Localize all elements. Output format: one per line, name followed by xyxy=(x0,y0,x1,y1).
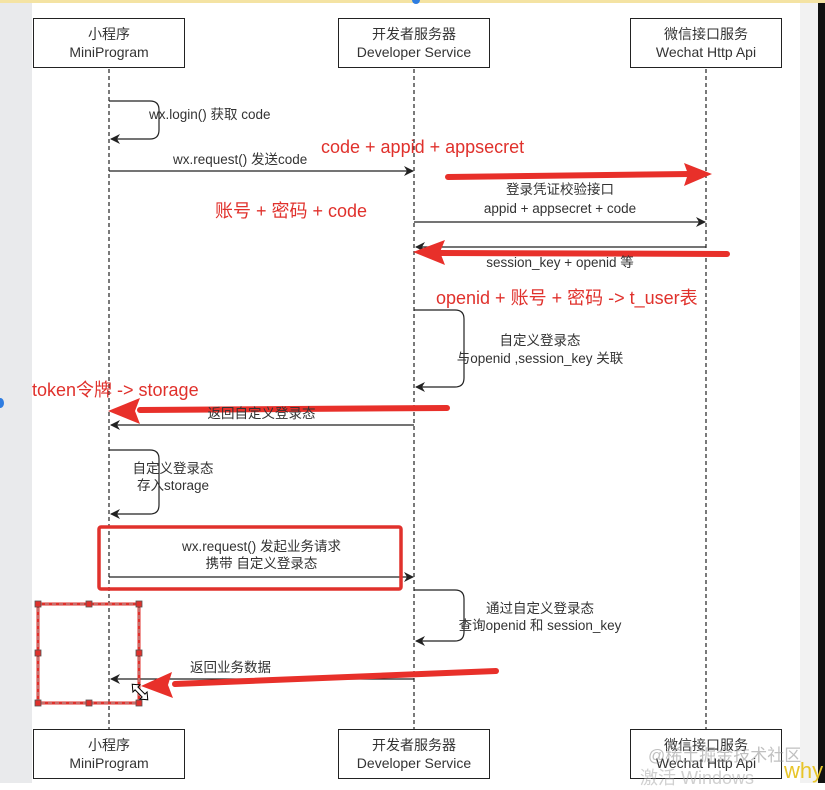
label-biz-request-line2: 携带 自定义登录态 xyxy=(205,556,318,571)
annotation-token-storage: token令牌 -> storage xyxy=(32,380,199,400)
right-edge xyxy=(818,0,825,783)
label-biz-request-line1: wx.request() 发起业务请求 xyxy=(181,539,342,554)
red-arrow-return-biz xyxy=(141,668,499,698)
label-verify-line2: appid + appsecret + code xyxy=(483,201,637,216)
actor-name-en: Developer Service xyxy=(356,755,472,771)
label-login: wx.login() 获取 code xyxy=(149,107,271,122)
self-arrow-custom-state xyxy=(414,309,465,392)
actor-name-en: MiniProgram xyxy=(69,44,149,60)
actor-name-cn: 开发者服务器 xyxy=(372,26,456,42)
actor-name-en: MiniProgram xyxy=(69,755,149,771)
label-send-code: wx.request() 发送code xyxy=(173,152,308,167)
actor-name-en: Developer Service xyxy=(356,44,472,60)
selection-box xyxy=(36,602,141,705)
selection-dot-icon xyxy=(0,398,4,408)
label-custom-state-line1: 自定义登录态 xyxy=(499,333,581,348)
actor-name-en: Wechat Http Api xyxy=(655,44,757,60)
watermark-windows: 激活 Windows xyxy=(640,768,755,788)
actor-name-cn: 小程序 xyxy=(88,26,130,42)
selection-handles xyxy=(34,600,143,707)
actor-wechat-api-bottom: 微信接口服务 Wechat Http Api xyxy=(630,729,782,779)
label-return-state: 返回自定义登录态 xyxy=(207,406,316,421)
selection-dot-icon xyxy=(412,0,420,4)
annotation-code-appid-secret: code + appid + appsecret xyxy=(321,137,525,157)
left-background-strip xyxy=(0,0,32,783)
label-store-line2: 存入storage xyxy=(136,478,210,493)
actor-developer-service-top: 开发者服务器 Developer Service xyxy=(338,18,490,68)
actor-miniprogram-top: 小程序 MiniProgram xyxy=(33,18,185,68)
red-arrow-token xyxy=(108,398,450,424)
highlight-box xyxy=(97,525,403,591)
actor-name-cn: 微信接口服务 xyxy=(664,737,748,753)
label-query-line1: 通过自定义登录态 xyxy=(486,601,594,616)
label-store-line1: 自定义登录态 xyxy=(132,461,214,476)
actor-developer-service-bottom: 开发者服务器 Developer Service xyxy=(338,729,490,779)
label-verify-line1: 登录凭证校验接口 xyxy=(506,182,614,197)
actor-name-cn: 开发者服务器 xyxy=(372,737,456,753)
actor-name-en: Wechat Http Api xyxy=(655,755,757,771)
annotation-account-pwd-code: 账号 + 密码 + code xyxy=(215,201,368,221)
actor-name-cn: 小程序 xyxy=(88,737,130,753)
label-return-biz: 返回业务数据 xyxy=(190,660,271,675)
self-arrow-login xyxy=(109,100,160,144)
red-arrow-to-wechat xyxy=(445,163,712,186)
label-session-return: session_key + openid 等 xyxy=(486,255,634,270)
actor-miniprogram-bottom: 小程序 MiniProgram xyxy=(33,729,185,779)
watermark-author: why xyxy=(784,758,824,783)
label-custom-state-line2: 与openid ,session_key 关联 xyxy=(456,351,624,366)
resize-cursor-icon xyxy=(131,683,149,701)
self-arrow-query xyxy=(414,589,465,646)
annotation-openid-user-table: openid + 账号 + 密码 -> t_user表 xyxy=(436,288,698,308)
actor-name-cn: 微信接口服务 xyxy=(664,26,748,42)
red-arrow-to-developer xyxy=(413,240,730,265)
actor-wechat-api-top: 微信接口服务 Wechat Http Api xyxy=(630,18,782,68)
watermark-community: @稀土掘金技术社区 xyxy=(648,746,802,765)
label-query-line2: 查询openid 和 session_key xyxy=(458,618,622,633)
self-arrow-store xyxy=(109,449,160,519)
